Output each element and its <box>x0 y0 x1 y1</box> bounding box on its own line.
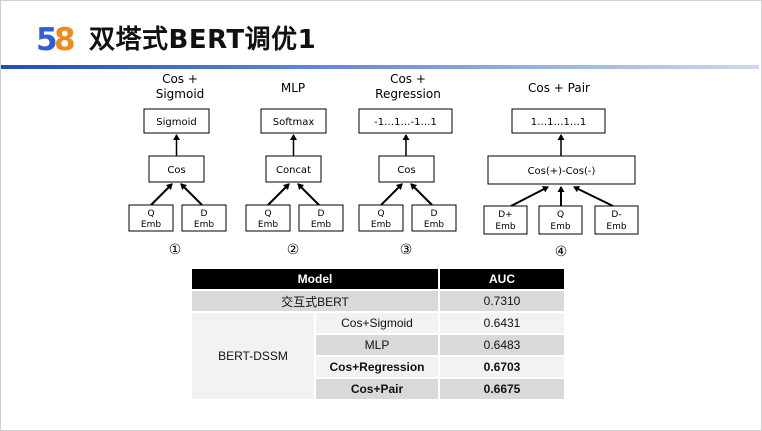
header-auc: AUC <box>440 269 564 289</box>
diagram-4-input-2-line-2: Emb <box>550 222 570 232</box>
row-model: Cos+Regression <box>316 357 438 377</box>
diagram-3-input-2-box <box>411 204 457 232</box>
diagram-2-input-1-line-2: Emb <box>258 220 278 230</box>
table-row: BERT-DSSM Cos+Sigmoid 0.6431 <box>192 313 564 399</box>
row-interactive-auc: 0.7310 <box>440 291 564 311</box>
page-title: 双塔式BERT调优1 <box>89 25 317 55</box>
diagram-1-input-2-line-2: Emb <box>194 220 214 230</box>
diagram-4-input-1-line-2: Emb <box>495 222 515 232</box>
diagram-2-input-1-line-1: Q <box>264 209 271 219</box>
diagram-3-top-label: -1…1…-1…1 <box>374 117 437 128</box>
diagram-4-top-box <box>511 108 606 134</box>
diagram-3-input-1-box <box>358 204 404 232</box>
diagram-2-arrow-right <box>297 183 320 206</box>
diagram-2-input-1-box <box>245 204 291 232</box>
diagram-4-mid-box <box>487 155 636 185</box>
diagram-3-number: ③ <box>400 242 413 258</box>
diagram-4-input-3-box <box>594 205 639 235</box>
table-row: MLP 0.6483 <box>192 335 564 355</box>
diagram-2-input-2-box <box>298 204 344 232</box>
diagram-3-input-1-line-1: Q <box>377 209 384 219</box>
logo-digit-5: 5 <box>36 22 58 55</box>
diagram-1-input-2-line-1: D <box>201 209 208 219</box>
diagram-4-input-3-line-1: D- <box>611 210 621 220</box>
diagram-mlp: MLP Softmax Concat Q Emb D Emb ② <box>245 81 344 258</box>
diagram-2-input-2-line-1: D <box>318 209 325 219</box>
diagram-2-top-box <box>260 108 327 134</box>
diagram-1-top-box <box>143 108 210 134</box>
diagram-4-mid-label: Cos(+)-Cos(-) <box>528 166 596 177</box>
diagram-1-input-1-line-1: Q <box>147 209 154 219</box>
diagram-4-number: ④ <box>555 244 568 260</box>
diagram-cos-regression: Cos + Regression -1…1…-1…1 Cos Q Emb D E… <box>358 72 457 258</box>
diagram-3-header-line-2: Regression <box>375 87 441 101</box>
diagram-3-header-line-1: Cos + <box>390 72 426 86</box>
diagram-4-input-3-line-2: Emb <box>606 222 626 232</box>
row-model: MLP <box>316 335 438 355</box>
diagram-2-mid-box <box>265 155 322 183</box>
architecture-diagrams: Cos + Sigmoid Sigmoid Cos Q Emb D Emb ① … <box>128 72 639 260</box>
diagram-cos-sigmoid: Cos + Sigmoid Sigmoid Cos Q Emb D Emb ① <box>128 72 227 258</box>
group-label: BERT-DSSM <box>192 313 314 399</box>
diagram-3-mid-label: Cos <box>397 165 415 176</box>
diagram-3-top-box <box>358 108 453 134</box>
results-table: Model AUC 交互式BERT 0.7310 BERT-DSSM Cos+S… <box>190 267 566 401</box>
header-model: Model <box>192 269 438 289</box>
diagram-2-input-2-line-2: Emb <box>311 220 331 230</box>
row-auc: 0.6703 <box>440 357 564 377</box>
diagram-2-header-line-1: MLP <box>281 81 305 95</box>
diagram-1-input-2-box <box>181 204 227 232</box>
diagram-1-arrow-right <box>180 183 203 206</box>
row-model: Cos+Pair <box>316 379 438 399</box>
table-header-row: Model AUC <box>192 269 564 289</box>
table-row: 交互式BERT 0.7310 <box>192 291 564 311</box>
row-interactive-model: 交互式BERT <box>192 291 438 311</box>
diagram-1-number: ① <box>169 242 182 258</box>
diagram-3-input-2-line-2: Emb <box>424 220 444 230</box>
diagram-2-mid-label: Concat <box>276 165 311 176</box>
row-model: Cos+Sigmoid <box>316 313 438 333</box>
diagram-4-input-1-box <box>483 205 528 235</box>
diagram-1-mid-box <box>148 155 205 183</box>
diagram-1-header-line-2: Sigmoid <box>156 87 205 101</box>
diagram-4-input-2-line-1: Q <box>557 210 564 220</box>
diagram-4-input-1-line-1: D+ <box>498 210 512 220</box>
diagram-1-arrow-left <box>150 183 173 206</box>
row-auc: 0.6483 <box>440 335 564 355</box>
diagram-2-top-label: Softmax <box>273 117 315 128</box>
diagram-3-mid-box <box>378 155 435 183</box>
diagram-4-header-line-1: Cos + Pair <box>528 81 590 95</box>
row-auc: 0.6675 <box>440 379 564 399</box>
diagram-4-input-2-box <box>538 205 583 235</box>
diagram-4-top-label: 1…1…1…1 <box>531 117 586 128</box>
logo-digit-8: 8 <box>54 22 76 55</box>
title-divider <box>1 65 759 69</box>
brand-logo: 5 8 <box>36 22 76 55</box>
diagram-1-mid-label: Cos <box>167 165 185 176</box>
diagram-cos-pair: Cos + Pair 1…1…1…1 Cos(+)-Cos(-) D+ Emb … <box>483 81 639 260</box>
diagram-1-top-label: Sigmoid <box>156 117 196 128</box>
diagram-3-arrow-left <box>380 183 403 206</box>
row-auc: 0.6431 <box>440 313 564 333</box>
table-row: Cos+Regression 0.6703 <box>192 357 564 377</box>
diagram-1-input-1-box <box>128 204 174 232</box>
diagram-3-input-2-line-1: D <box>431 209 438 219</box>
diagram-4-arrow-1 <box>510 186 549 207</box>
diagram-1-input-1-line-2: Emb <box>141 220 161 230</box>
diagram-2-number: ② <box>287 242 300 258</box>
diagram-3-input-1-line-2: Emb <box>371 220 391 230</box>
diagram-1-header-line-1: Cos + <box>162 72 198 86</box>
diagram-3-arrow-right <box>410 183 433 206</box>
diagram-2-arrow-left <box>267 183 290 206</box>
diagram-4-arrow-3 <box>573 186 614 207</box>
table-row: Cos+Pair 0.6675 <box>192 379 564 399</box>
